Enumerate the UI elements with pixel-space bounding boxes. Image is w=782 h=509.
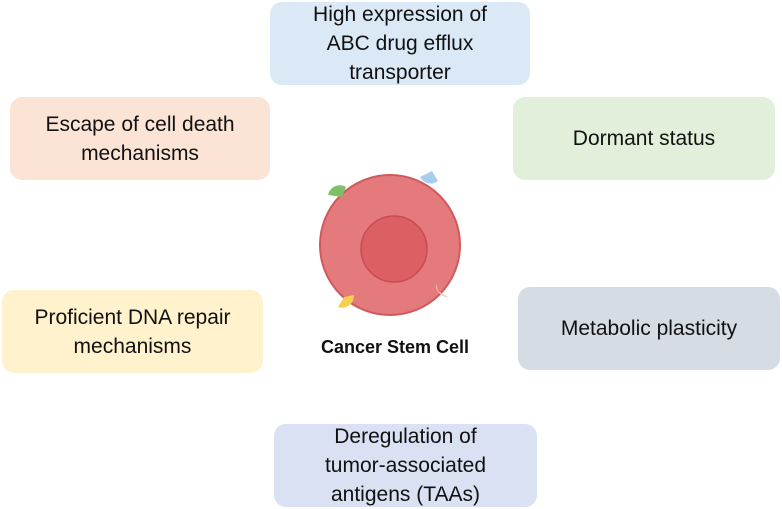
- cell-nucleus: [360, 215, 428, 283]
- receptor-green: [328, 185, 346, 197]
- box-abc-transporter: High expression of ABC drug efflux trans…: [270, 2, 530, 85]
- box-dna-repair-label: Proficient DNA repair mechanisms: [34, 305, 231, 358]
- cancer-stem-cell-label: Cancer Stem Cell: [320, 337, 470, 357]
- box-cell-death-escape: Escape of cell death mechanisms: [10, 97, 270, 180]
- cancer-stem-cell-illustration: [319, 171, 461, 316]
- box-dormant-status-label: Dormant status: [572, 127, 716, 150]
- box-taa-deregulation: Deregulation of tumor-associated antigen…: [274, 424, 537, 507]
- box-metabolic-plasticity: Metabolic plasticity: [518, 287, 780, 370]
- receptor-blue: [420, 171, 438, 184]
- receptor-yellow: [338, 295, 355, 308]
- box-taa-deregulation-label: Deregulation of tumor-associated antigen…: [324, 425, 487, 506]
- box-cell-death-escape-label: Escape of cell death mechanisms: [45, 112, 235, 165]
- receptor-peach: [435, 283, 448, 298]
- box-metabolic-plasticity-label: Metabolic plasticity: [560, 317, 738, 340]
- box-dna-repair: Proficient DNA repair mechanisms: [2, 290, 263, 373]
- box-dormant-status: Dormant status: [513, 97, 775, 180]
- box-abc-transporter-label: High expression of ABC drug efflux trans…: [313, 3, 487, 84]
